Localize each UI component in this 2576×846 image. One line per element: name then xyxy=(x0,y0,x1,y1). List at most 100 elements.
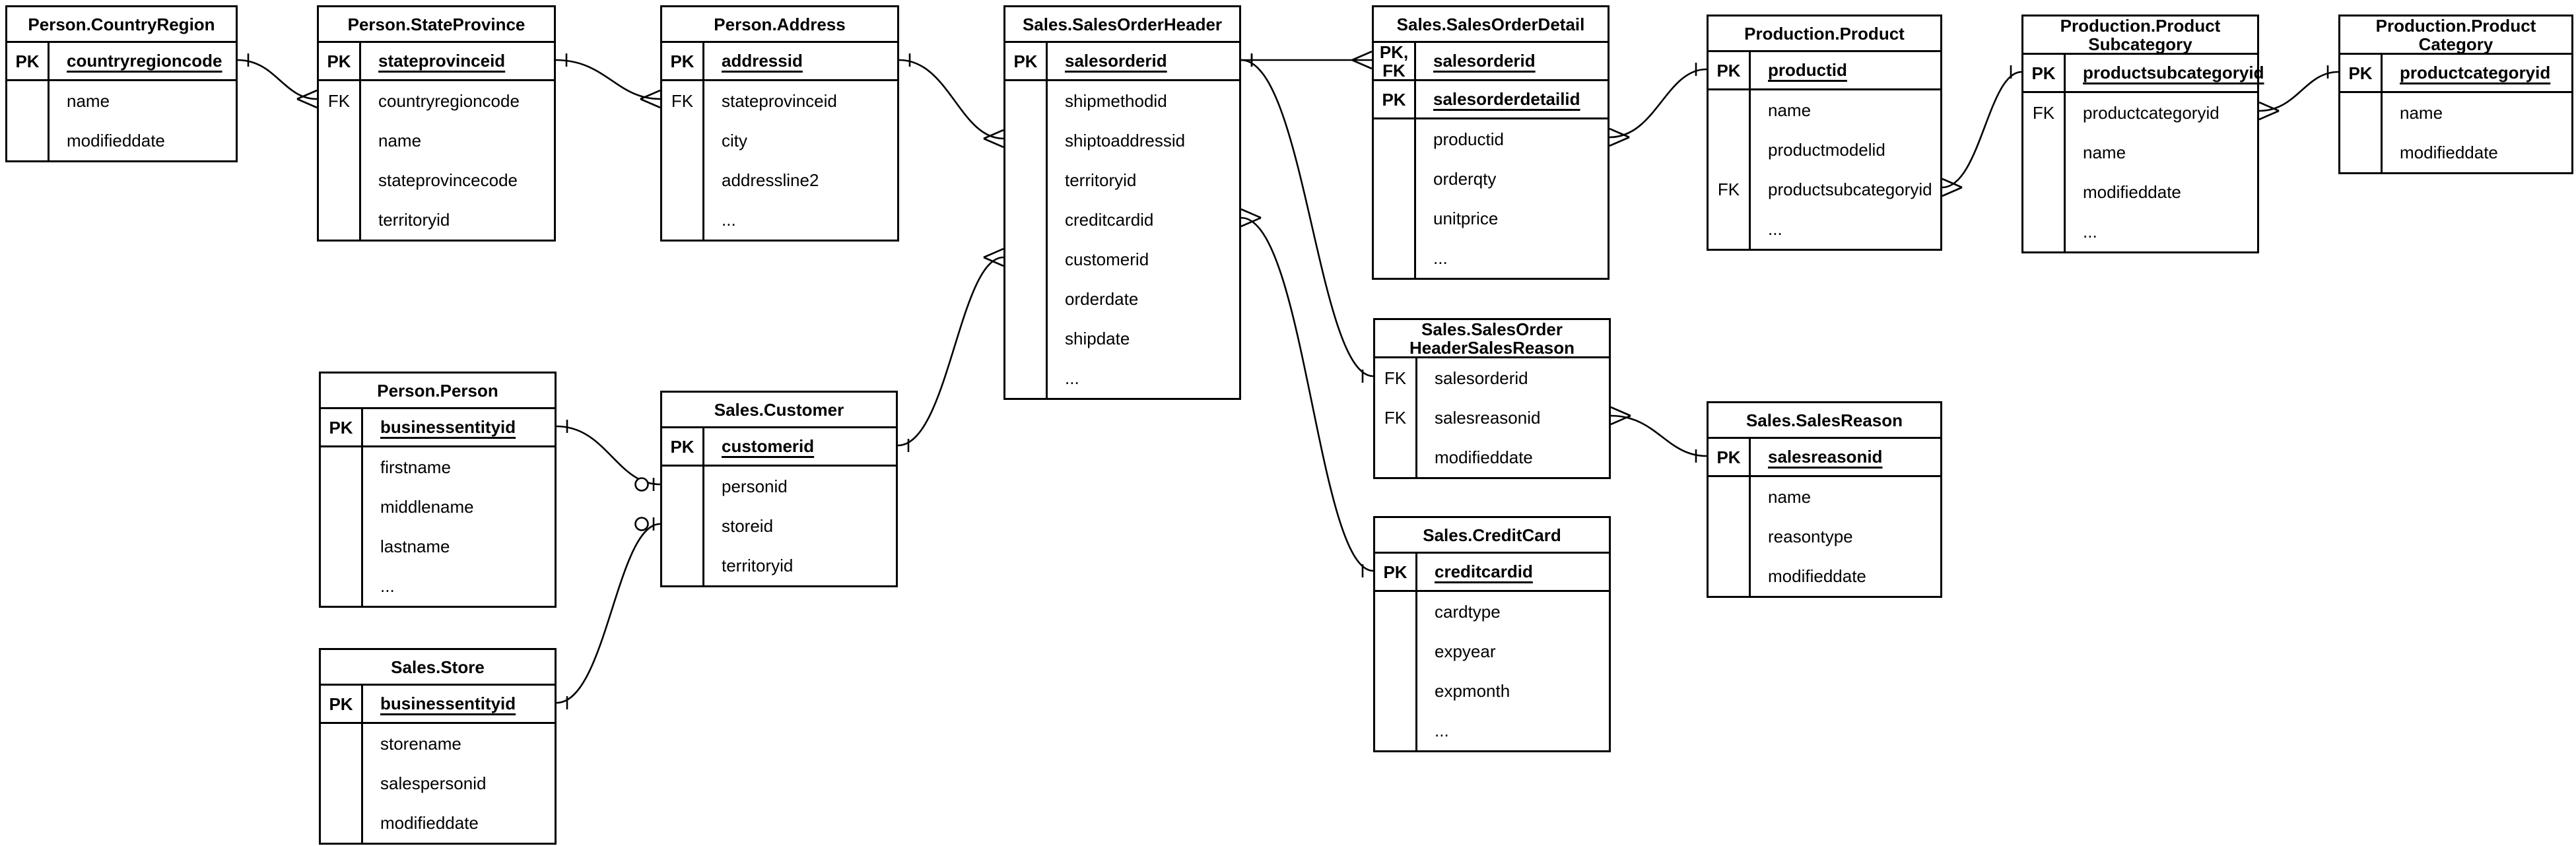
relationship-sales_store-sales_customer[interactable] xyxy=(556,517,661,709)
relationship-sales_sales_order_header-sales_sales_order_detail[interactable] xyxy=(1241,50,1373,70)
field-row-storename: storename xyxy=(321,724,555,764)
zero-or-one-circle xyxy=(634,477,649,492)
field-row-storeid: storeid xyxy=(662,506,896,546)
field-row-firstname: firstname xyxy=(321,447,555,487)
field-name: modifieddate xyxy=(67,130,165,150)
fk-label xyxy=(662,546,704,585)
field-name: shiptoaddressid xyxy=(1065,130,1186,150)
field-name: productid xyxy=(1433,129,1504,149)
pk-field-name: addressid xyxy=(722,51,803,71)
field-name: ... xyxy=(1435,720,1449,740)
relationship-person_country_region-person_state_province[interactable] xyxy=(237,53,318,109)
field-row-productid: productid xyxy=(1374,119,1608,159)
field-name: salesreasonid xyxy=(1435,407,1541,428)
field-name: shipmethodid xyxy=(1065,90,1167,111)
field-name: shipdate xyxy=(1065,328,1130,348)
field-row-personid: personid xyxy=(662,467,896,506)
fk-label: FK xyxy=(319,81,361,121)
field-row-orderdate: orderdate xyxy=(1005,279,1239,319)
key-label-line: PK xyxy=(2031,63,2056,83)
relationship-person_address-sales_sales_order_header[interactable] xyxy=(898,53,1004,148)
key-label-line: PK xyxy=(329,417,353,438)
field-row-: ... xyxy=(1709,209,1940,249)
key-label: PK xyxy=(1709,439,1751,475)
field-name: cardtype xyxy=(1435,601,1501,622)
table-title: Sales.Customer xyxy=(662,393,896,428)
relationship-sales_sales_order_detail-production_product[interactable] xyxy=(1609,63,1707,147)
field-row-: ... xyxy=(2023,212,2257,251)
field-row-name: name xyxy=(319,121,554,160)
fk-label xyxy=(1709,90,1751,130)
field-row-: ... xyxy=(1005,358,1239,398)
field-name: middlename xyxy=(380,496,474,517)
table-title: Person.CountryRegion xyxy=(7,7,236,43)
fk-label xyxy=(1375,711,1417,750)
field-name: ... xyxy=(380,575,395,596)
relationship-production_product-production_product_subcategory[interactable] xyxy=(1942,65,2022,197)
key-label-line: PK xyxy=(329,694,353,714)
fk-label xyxy=(1374,159,1416,199)
fk-label xyxy=(1005,160,1048,200)
field-name: modifieddate xyxy=(2083,181,2181,202)
relationship-person_person-sales_customer[interactable] xyxy=(556,420,661,492)
field-name: storeid xyxy=(722,515,774,536)
relationship-sales_sales_order_header-sales_sales_order_header_sales_reason[interactable] xyxy=(1240,53,1374,383)
relationship-production_product_subcategory-production_product_category[interactable] xyxy=(2258,65,2339,121)
field-name: name xyxy=(378,130,422,150)
field-row-: ... xyxy=(662,200,897,240)
pk-field-name: productsubcategoryid xyxy=(2083,63,2264,82)
relationship-person_state_province-person_address[interactable] xyxy=(555,53,661,109)
field-row-modifieddate: modifieddate xyxy=(1375,438,1609,477)
key-label: PK xyxy=(1375,554,1417,590)
relationship-sales_sales_order_header-sales_credit_card[interactable] xyxy=(1240,208,1374,577)
table-title: Sales.SalesReason xyxy=(1709,403,1940,439)
relationship-sales_sales_order_header_sales_reason-sales_sales_reason[interactable] xyxy=(1610,406,1707,463)
table-title-line: Sales.Store xyxy=(391,657,485,677)
fk-label xyxy=(321,487,363,527)
fk-label xyxy=(1375,671,1417,711)
field-row-: ... xyxy=(1375,711,1609,750)
field-row-: ... xyxy=(321,566,555,606)
field-name: territoryid xyxy=(722,555,794,575)
key-label-line: PK xyxy=(1382,89,1406,110)
field-row-addressline2: addressline2 xyxy=(662,160,897,200)
fk-label: FK xyxy=(662,81,704,121)
field-name: ... xyxy=(1065,368,1079,388)
pk-field-name: productid xyxy=(1768,60,1847,80)
table-title: Sales.CreditCard xyxy=(1375,518,1609,554)
field-name: name xyxy=(2400,102,2443,123)
field-name: expyear xyxy=(1435,641,1496,661)
field-name: orderqty xyxy=(1433,168,1497,189)
fk-label xyxy=(662,506,704,546)
fk-label xyxy=(1374,199,1416,238)
key-label: PK xyxy=(321,409,363,445)
table-title-line: Sales.CreditCard xyxy=(1423,525,1561,545)
relationship-sales_customer-sales_sales_order_header[interactable] xyxy=(897,247,1004,452)
fk-label xyxy=(1374,238,1416,278)
field-name: territoryid xyxy=(378,209,450,230)
field-row-: ... xyxy=(1374,238,1608,278)
